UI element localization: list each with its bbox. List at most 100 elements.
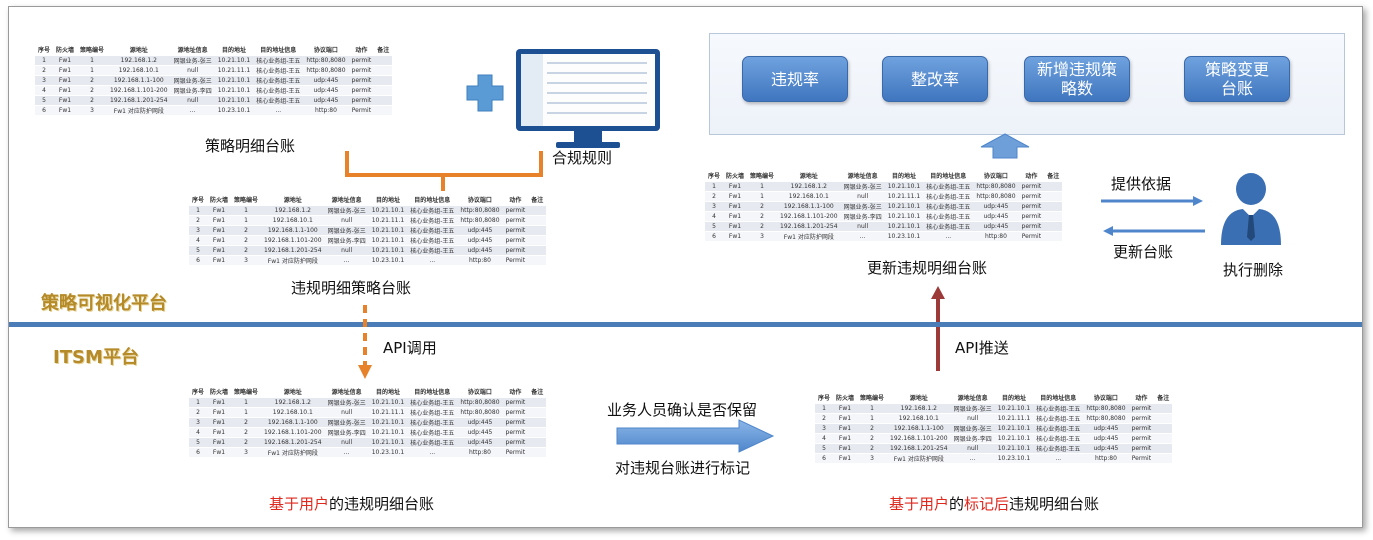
metric-policy-change-ledger: 策略变更 台账 [1184,56,1290,102]
table-cell [528,437,546,447]
table-cell: 3 [35,75,53,85]
table-cell: http:80,8080 [303,55,348,65]
table-cell: 2 [857,443,887,453]
api-push-arrow [930,285,946,371]
table-row: 2Fw11192.168.10.1null10.21.11.1核心业务组-王五h… [189,215,546,225]
table-cell: 核心业务组-王五 [253,55,303,65]
api-call-arrow [357,303,373,381]
table-row: 5Fw12192.168.1.201-254null10.21.10.1核心业务… [189,245,546,255]
table-cell: null [171,95,215,105]
table-cell: permit [503,417,529,427]
table-header-cell: 防火墙 [207,387,231,397]
table-cell: http:80 [973,231,1018,241]
user-icon [1217,171,1285,245]
table-cell: permit [503,205,529,215]
table-cell: Fw1 [207,215,231,225]
table-cell: 10.21.10.1 [369,235,407,245]
table-cell: 192.168.1.2 [777,181,841,191]
table-cell: permit [1129,443,1155,453]
table-cell: 10.21.10.1 [995,423,1033,433]
table-cell: 网银业务-张三 [951,423,995,433]
table-cell: 网银业务-张三 [171,75,215,85]
table-cell: 192.168.1.1-100 [777,201,841,211]
table-cell: null [951,443,995,453]
table-header-cell: 策略编号 [77,45,107,55]
table-cell: udp:445 [303,75,348,85]
table-cell: 192.168.1.101-200 [887,433,951,443]
table-cell: ... [253,105,303,115]
table-cell: 10.21.10.1 [369,205,407,215]
table-header-cell: 动作 [503,387,529,397]
table-header-cell: 备注 [528,195,546,205]
table-cell: http:80 [1083,453,1128,463]
table-header-cell: 协议端口 [303,45,348,55]
table-cell: permit [503,427,529,437]
table-cell: 10.23.10.1 [369,255,407,265]
table-cell: http:80,8080 [973,181,1018,191]
table-cell: 3 [231,255,261,265]
table-cell: 10.21.11.1 [369,215,407,225]
table-cell: null [841,221,885,231]
table-cell: 192.168.1.2 [261,397,325,407]
table-cell: 1 [35,55,53,65]
table-cell: 10.23.10.1 [885,231,923,241]
table-cell: 2 [747,221,777,231]
table-cell: 4 [815,433,833,443]
table-cell: 2 [857,423,887,433]
table-cell: Permit [1019,231,1045,241]
table-cell: 192.168.10.1 [107,65,171,75]
table-cell: permit [503,245,529,255]
table-cell: permit [1129,433,1155,443]
table-cell: Permit [349,105,375,115]
table-cell: Fw1 [833,423,857,433]
table-cell: http:80,8080 [973,191,1018,201]
table-cell: udp:445 [973,211,1018,221]
table-cell: Fw1 [833,433,857,443]
table-cell: 核心业务组-王五 [253,85,303,95]
table-header-cell: 序号 [815,393,833,403]
table-header-cell: 序号 [705,171,723,181]
table-header-cell: 备注 [1154,393,1172,403]
table-cell [1154,443,1172,453]
table-cell: 1 [857,403,887,413]
table-header-cell: 协议端口 [457,195,502,205]
table-cell: 192.168.10.1 [261,407,325,417]
table-cell: Fw1 [207,407,231,417]
table-cell: permit [349,95,375,105]
table-header-cell: 源地址 [261,195,325,205]
table-cell: permit [349,85,375,95]
violation-ledger-table-wrap: 序号防火墙策略编号源地址源地址信息目的地址目的地址信息协议端口动作备注1Fw11… [189,195,546,265]
table-cell: 核心业务组-王五 [1033,403,1083,413]
table-cell: 3 [747,231,777,241]
table-header-cell: 目的地址信息 [407,195,457,205]
table-cell: 10.21.10.1 [215,85,253,95]
table-cell: Fw1 [207,205,231,215]
execute-delete-label: 执行删除 [1223,259,1283,280]
marked-ledger-caption: 基于用户的标记后违规明细台账 [889,493,1099,514]
user-ledger-caption: 基于用户的违规明细台账 [269,493,434,514]
table-cell: 网银业务-张三 [325,205,369,215]
table-cell [1154,403,1172,413]
table-cell: Fw1 [723,201,747,211]
table-cell [528,427,546,437]
table-cell: 6 [189,255,207,265]
table-cell: permit [503,407,529,417]
table-cell: udp:445 [1083,443,1128,453]
updated-ledger-table: 序号防火墙策略编号源地址源地址信息目的地址目的地址信息协议端口动作备注1Fw11… [705,171,1062,241]
table-cell: Fw1 [723,181,747,191]
table-cell: 10.21.10.1 [369,437,407,447]
table-cell: 网银业务-张三 [325,417,369,427]
table-header-cell: 动作 [1019,171,1045,181]
metric-panel: 违规率 整改率 新增违规策 略数 策略变更 台账 [709,33,1345,135]
table-cell [528,447,546,457]
table-cell: 192.168.1.2 [107,55,171,65]
table-cell: ... [407,255,457,265]
table-row: 3Fw12192.168.1.1-100网银业务-张三10.21.10.1核心业… [815,423,1172,433]
table-cell: permit [1019,221,1045,231]
table-cell: null [171,65,215,75]
table-cell: 192.168.1.2 [887,403,951,413]
table-cell: Fw1 对应防护网段 [261,447,325,457]
table-row: 5Fw12192.168.1.201-254null10.21.10.1核心业务… [705,221,1062,231]
table-cell: 网银业务-张三 [951,403,995,413]
